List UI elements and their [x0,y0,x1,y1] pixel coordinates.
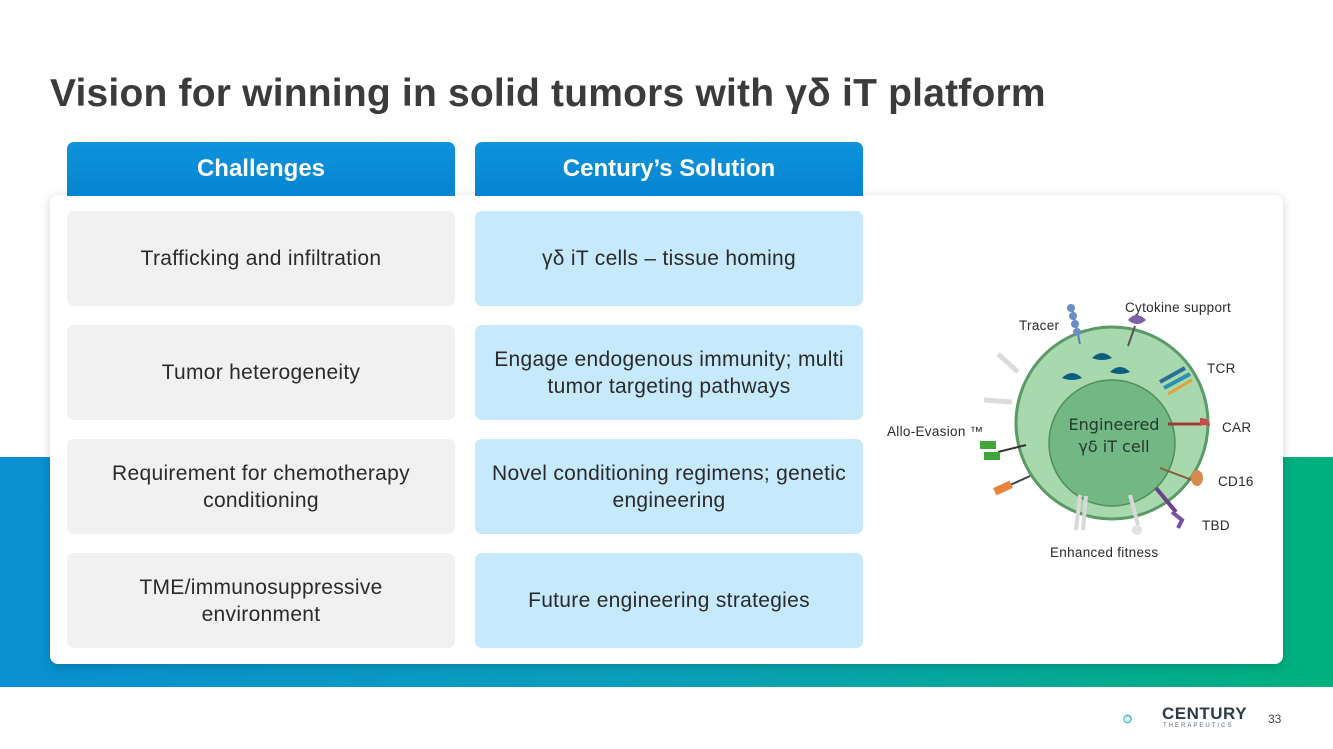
tracer-icon [1067,304,1081,345]
century-logo-icon [1123,714,1132,724]
cytokine-icon [1127,315,1146,347]
allo-white-receptor-icon [983,352,1020,405]
challenge-cell: Requirement for chemotherapy conditionin… [67,439,455,534]
page-title: Vision for winning in solid tumors with … [50,72,1046,115]
cell-nucleus [1048,379,1176,507]
solution-cell: Novel conditioning regimens; genetic eng… [475,439,863,534]
orange-receptor-icon [993,475,1031,496]
solution-cell: Engage endogenous immunity; multi tumor … [475,325,863,420]
cell-center-label: Engineered γδ iT cell [1064,414,1164,458]
brand-subtitle: THERAPEUTICS [1163,723,1234,729]
solution-header: Century’s Solution [475,142,863,196]
challenge-cell: TME/immunosuppressive environment [67,553,455,648]
challenge-cell: Tumor heterogeneity [67,325,455,420]
label-fitness: Enhanced fitness [1050,545,1159,560]
fitness-receptor-icon [1074,494,1142,535]
label-tbd: TBD [1202,518,1230,533]
engineered-cell-diagram [980,304,1210,535]
cell-center-line1: Engineered [1068,415,1160,434]
car-icon [1168,418,1210,426]
label-cd16: CD16 [1218,474,1254,489]
challenges-header: Challenges [67,142,455,196]
brand-name: CENTURY [1162,704,1248,723]
label-tcr: TCR [1207,361,1236,376]
internal-receptor [1110,367,1130,374]
cell-center-line2: γδ iT cell [1078,437,1150,456]
label-car: CAR [1222,420,1252,435]
allo-evasion-icon [980,441,1027,460]
internal-receptor [1092,353,1112,360]
challenge-cell: Trafficking and infiltration [67,211,455,306]
label-cytokine: Cytokine support [1125,300,1232,315]
tcr-icon [1159,366,1193,396]
internal-receptor [1062,373,1082,380]
solution-cell: Future engineering strategies [475,553,863,648]
solution-cell: γδ iT cells – tissue homing [475,211,863,306]
tbd-icon [1154,486,1185,529]
label-tracer: Tracer [1019,318,1060,333]
cd16-icon [1159,467,1203,486]
label-allo-evasion: Allo-Evasion ™ [887,424,984,439]
page-number: 33 [1268,712,1282,726]
